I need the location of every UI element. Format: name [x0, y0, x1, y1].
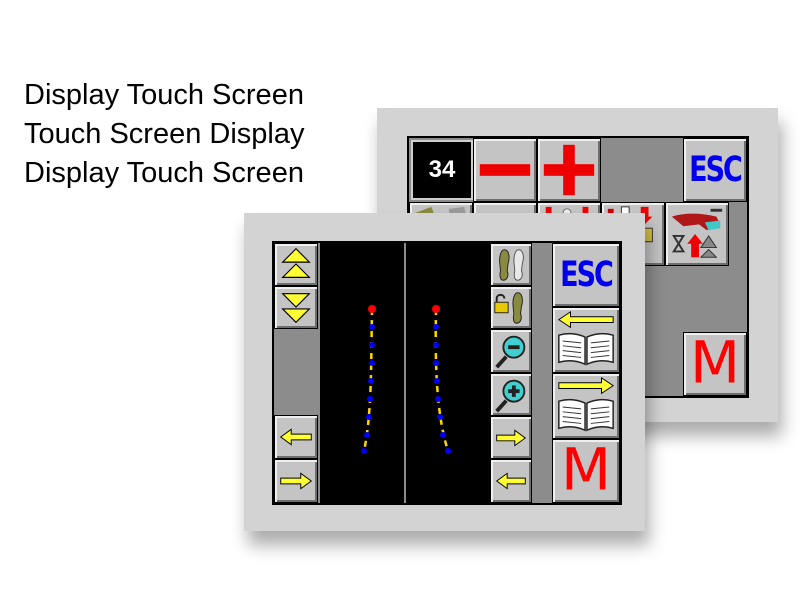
zoom-in-icon: [495, 379, 526, 413]
right-trace-plot: [406, 243, 490, 503]
unlock-button[interactable]: [490, 286, 532, 329]
scroll-down-button[interactable]: [274, 286, 318, 329]
unlock-icon: [494, 292, 523, 324]
front-screen: ESC: [272, 241, 622, 505]
arrow-right-tool-button[interactable]: [490, 416, 532, 459]
front-esc-button[interactable]: ESC: [552, 243, 620, 307]
book-arrow-left-icon: [557, 310, 614, 366]
machine-tool-button[interactable]: [665, 202, 729, 266]
back-mode-button[interactable]: M: [683, 328, 747, 397]
book-arrow-right-icon: [558, 376, 615, 432]
front-esc-label: ESC: [560, 254, 614, 296]
front-mode-button[interactable]: M: [552, 435, 620, 504]
arrow-left-icon: [279, 428, 312, 446]
scroll-up-button[interactable]: [274, 243, 318, 286]
front-device-panel: ESC: [244, 213, 645, 531]
right-arrow-button[interactable]: [274, 459, 318, 503]
footprint-button[interactable]: [490, 243, 532, 286]
left-arrow-button[interactable]: [274, 415, 318, 459]
caption-line-3: Display Touch Screen: [24, 157, 304, 189]
double-chevron-up-icon: [281, 247, 311, 278]
back-mode-label: M: [689, 328, 741, 397]
zoom-in-button[interactable]: [490, 373, 532, 416]
zoom-out-icon: [495, 335, 526, 369]
arrow-left-icon: [495, 472, 526, 490]
book-back-button[interactable]: [552, 307, 620, 373]
plus-icon: [543, 144, 595, 196]
decrement-button[interactable]: [473, 138, 537, 202]
minus-icon: [479, 164, 531, 176]
zoom-out-button[interactable]: [490, 329, 532, 373]
right-trace: [432, 305, 451, 454]
left-trace: [361, 305, 376, 454]
counter-display: 34: [411, 140, 473, 200]
arrow-right-icon: [496, 429, 527, 447]
machine-tool-icon: [671, 208, 723, 258]
front-mode-label: M: [560, 435, 612, 504]
arrow-left-tool-button[interactable]: [490, 459, 532, 503]
double-chevron-down-icon: [281, 293, 311, 324]
caption-line-1: Display Touch Screen: [24, 79, 304, 111]
arrow-right-icon: [280, 472, 313, 490]
caption-block: Display Touch Screen Touch Screen Displa…: [24, 76, 304, 193]
increment-button[interactable]: [537, 138, 601, 202]
footprint-icon: [499, 249, 524, 281]
book-forward-button[interactable]: [552, 373, 620, 439]
left-trace-plot: [320, 243, 404, 503]
caption-line-2: Touch Screen Display: [24, 118, 305, 150]
back-esc-label: ESC: [689, 149, 743, 191]
back-esc-button[interactable]: ESC: [683, 138, 747, 202]
